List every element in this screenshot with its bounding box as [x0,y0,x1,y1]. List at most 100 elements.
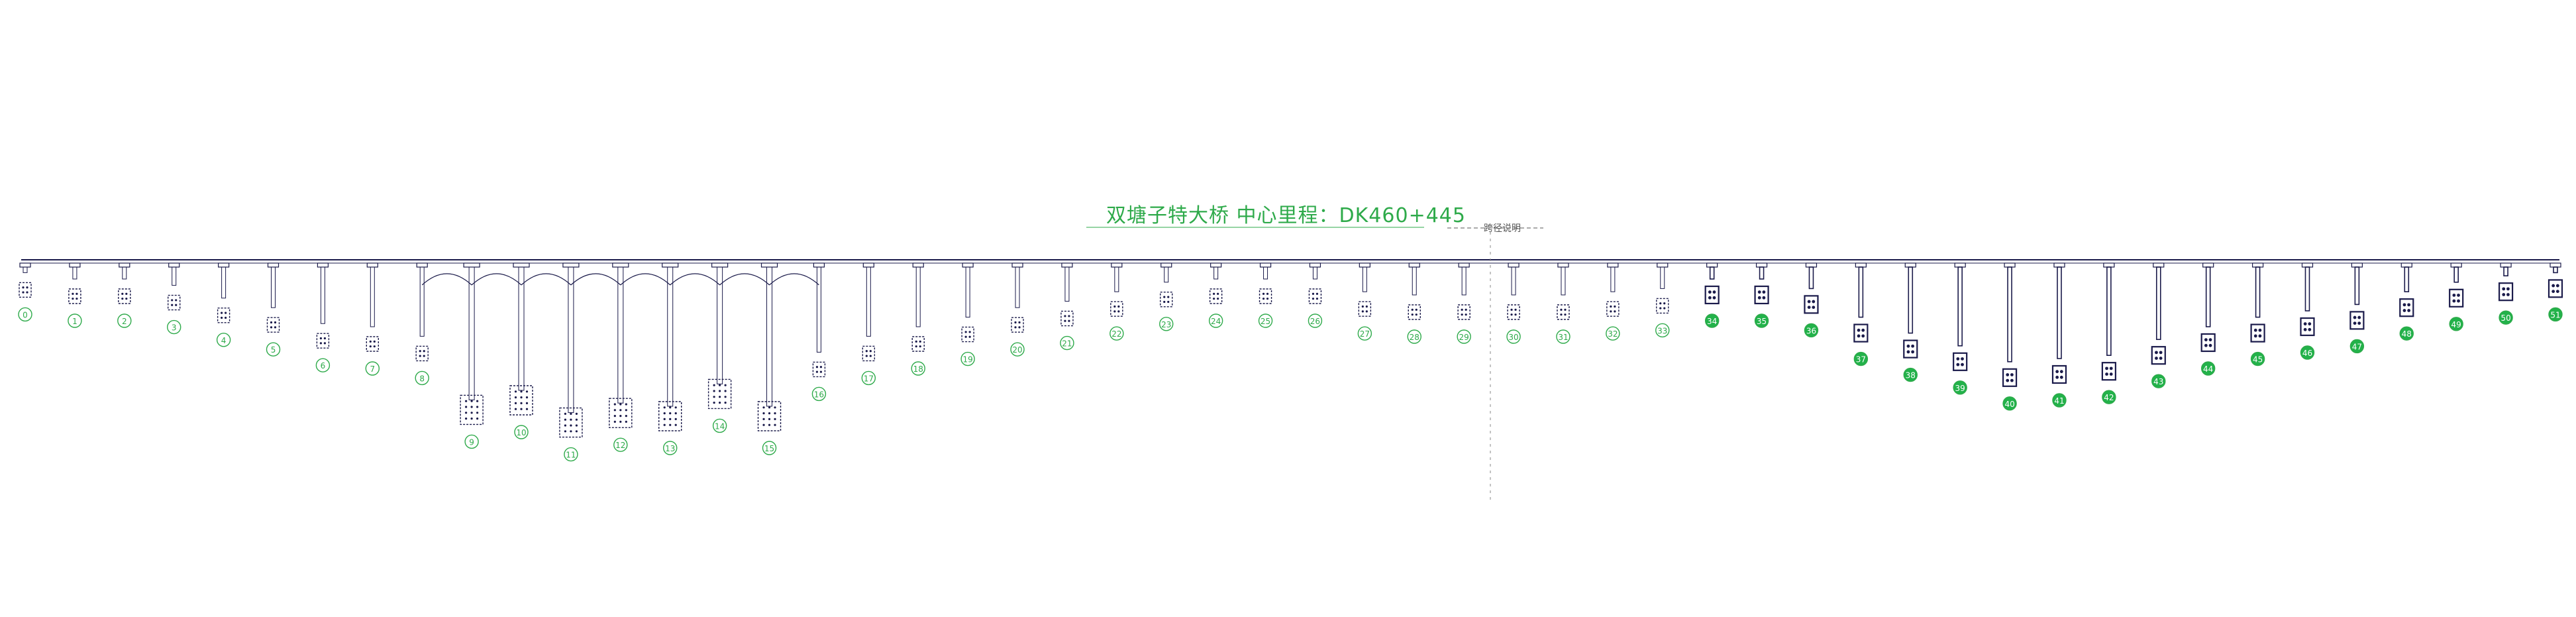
pile [270,326,273,329]
pile [613,403,616,406]
pile [2105,372,2108,376]
pile [663,423,666,426]
pier-number: 20 [1012,345,1022,355]
pier-column [1561,266,1566,296]
pier-column [2205,266,2211,327]
pier-footing [961,326,974,343]
pier-footing [2300,317,2315,337]
pier-number: 22 [1111,329,1121,339]
pier-number: 25 [1261,317,1270,326]
pier-cap [1111,262,1123,268]
pier-number: 9 [469,437,474,447]
pier-number: 19 [962,355,972,365]
pile [570,418,572,421]
pier-number-circle [2399,326,2414,341]
pile [514,408,517,410]
pier-cap [2202,262,2214,268]
pier-cap [366,262,378,268]
pile [2452,299,2456,303]
pier-footing [1308,288,1322,304]
pile [669,423,672,426]
pier-number: 26 [1310,317,1320,326]
pier-footing [68,288,81,304]
pier-column [1660,266,1665,289]
pier-number: 8 [419,374,425,383]
pile [373,340,376,343]
pier-column [122,266,127,280]
pile [1861,328,1865,332]
pier-cap [1408,262,1420,268]
pier-column [915,266,921,327]
pile [964,335,967,338]
pier-cap [1508,262,1520,268]
pile [724,384,727,386]
pier-cap [962,262,974,268]
pile [919,345,921,348]
pile [470,412,473,414]
pile [865,350,868,353]
pier-footing [2399,298,2414,317]
pier-number: 32 [1608,329,1618,339]
pier-number: 0 [23,310,28,319]
pile [2204,343,2208,347]
pile [1217,292,1219,295]
pile [465,418,468,420]
pier-cap [1309,262,1321,268]
pier-footing [1903,339,1918,359]
pier-footing [1408,304,1421,320]
pile [2402,309,2406,312]
pile [2010,378,2014,382]
pile [762,423,765,426]
pile [1117,305,1120,308]
pile [1461,308,1463,311]
pile [1312,292,1315,295]
pile [270,321,273,324]
pile [1315,292,1319,295]
pile [1365,305,1368,308]
pier-cap [1160,262,1172,268]
pier-column [1164,266,1169,283]
pile [1610,310,1612,313]
pier-cap [2351,262,2363,268]
pier-number-circle [117,313,132,328]
pier-number-circle [216,333,231,347]
pier-column [370,266,375,327]
pier-number-circle [1109,326,1124,341]
pier-column [1064,266,1070,302]
pier-number: 21 [1062,339,1072,349]
pier-column [271,266,276,308]
pile [22,291,25,294]
pile [575,430,578,433]
pile [2258,328,2262,332]
pier-cap [711,262,729,268]
pile [1465,313,1467,316]
pile [520,390,523,393]
pier-column [717,266,723,384]
pier-number: 33 [1657,326,1667,335]
pier-column [2453,266,2459,283]
pile [225,311,227,314]
pier-number-circle [514,425,529,439]
pier-number-circle [167,319,181,335]
pile [1510,313,1513,316]
pile [2555,290,2559,294]
pier-number-circle [663,441,678,455]
pier-cap [317,262,329,268]
pier-footing [2151,346,2166,365]
pile [2010,373,2014,376]
pier-number-circle [1506,329,1521,344]
pier-footing [1804,295,1819,314]
pier-footing [2101,362,2116,381]
pier-column [419,266,425,337]
pile [1113,310,1116,313]
pile [1510,308,1513,311]
pier-number: 1 [72,317,77,326]
pier-number: 17 [864,374,874,383]
pile [76,292,78,295]
pile [1712,296,1716,300]
pile [1068,319,1070,322]
pile [1560,308,1563,311]
pile [2109,372,2113,376]
pier-column [1957,266,1963,347]
